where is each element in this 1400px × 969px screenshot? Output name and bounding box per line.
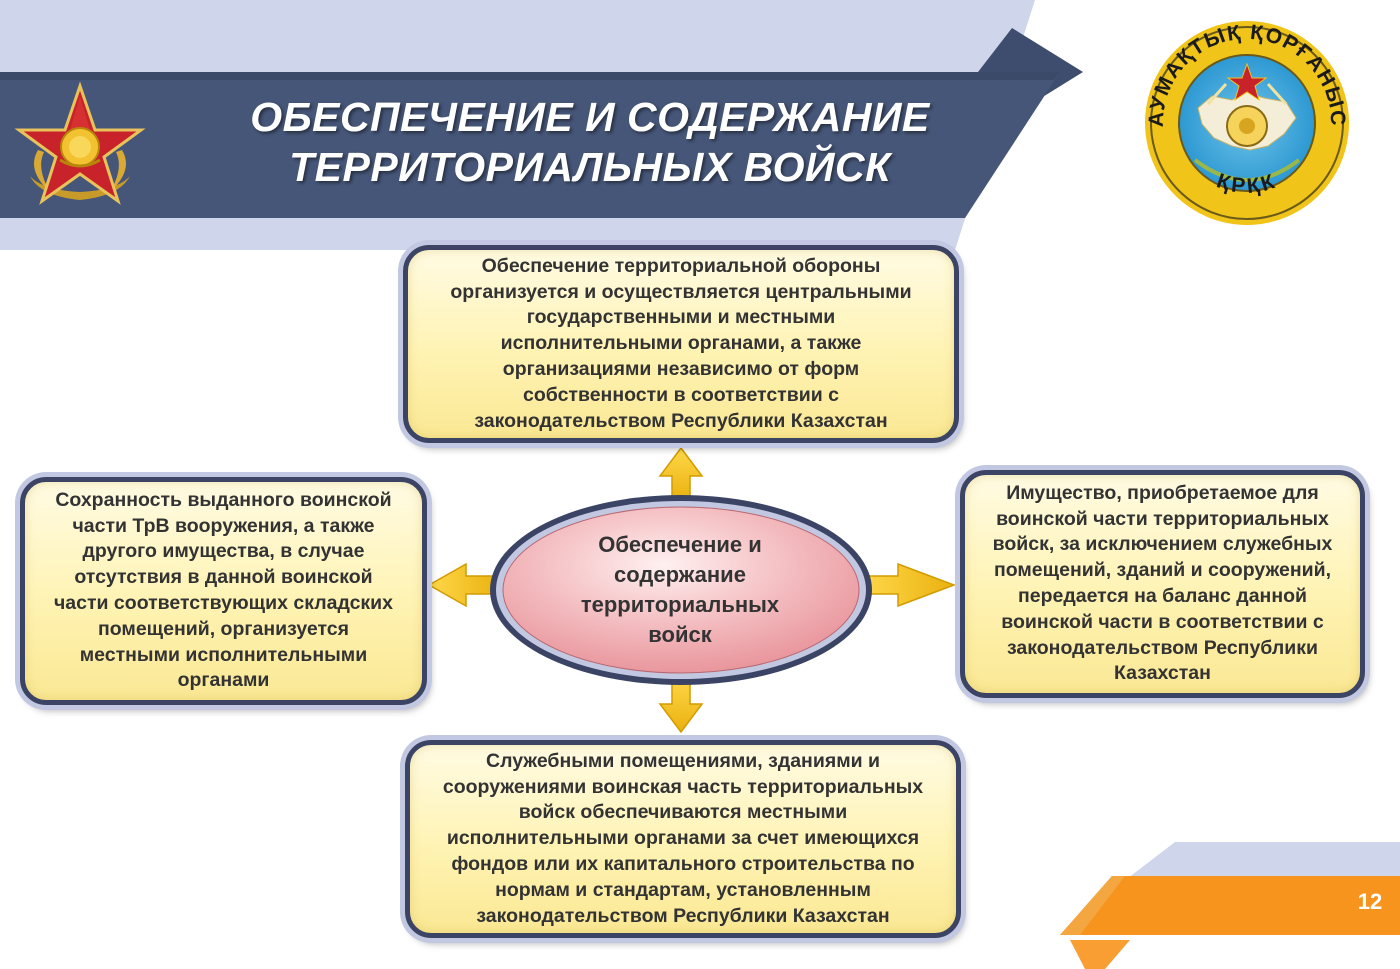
box-top-text: Обеспечение территориальной обороны орга… [450,254,912,432]
arrow-left-icon [427,562,501,608]
box-right: Имущество, приобретаемое для воинской ча… [960,470,1365,698]
arrow-right-icon [861,562,957,608]
star-emblem-icon [14,81,146,205]
title-banner [0,72,1060,218]
box-bottom: Служебными помещениями, зданиями и соору… [405,740,961,938]
box-left-text: Сохранность выданного воинской части ТрВ… [53,488,394,692]
page-number: 12 [1357,889,1383,914]
box-left: Сохранность выданного воинской части ТрВ… [20,477,427,705]
center-label: Обеспечение и содержание территориальных… [580,532,780,647]
title-line-1: ОБЕСПЕЧЕНИЕ И СОДЕРЖАНИЕ [250,94,930,140]
footer-orange-shape [1060,876,1400,935]
kazakhstan-territorial-defense-emblem-icon: АУМАҚТЫҚ ҚОРҒАНЫС ҚРҚК [1145,21,1349,225]
box-top: Обеспечение территориальной обороны орга… [403,245,959,443]
center-ellipse [490,495,872,685]
slide-title: ОБЕСПЕЧЕНИЕ И СОДЕРЖАНИЕ ТЕРРИТОРИАЛЬНЫХ… [150,92,1030,192]
arrow-up-icon [658,446,704,501]
box-bottom-text: Служебными помещениями, зданиями и соору… [442,749,924,927]
title-line-2: ТЕРРИТОРИАЛЬНЫХ ВОЙСК [289,144,891,190]
box-right-text: Имущество, приобретаемое для воинской ча… [992,481,1333,685]
